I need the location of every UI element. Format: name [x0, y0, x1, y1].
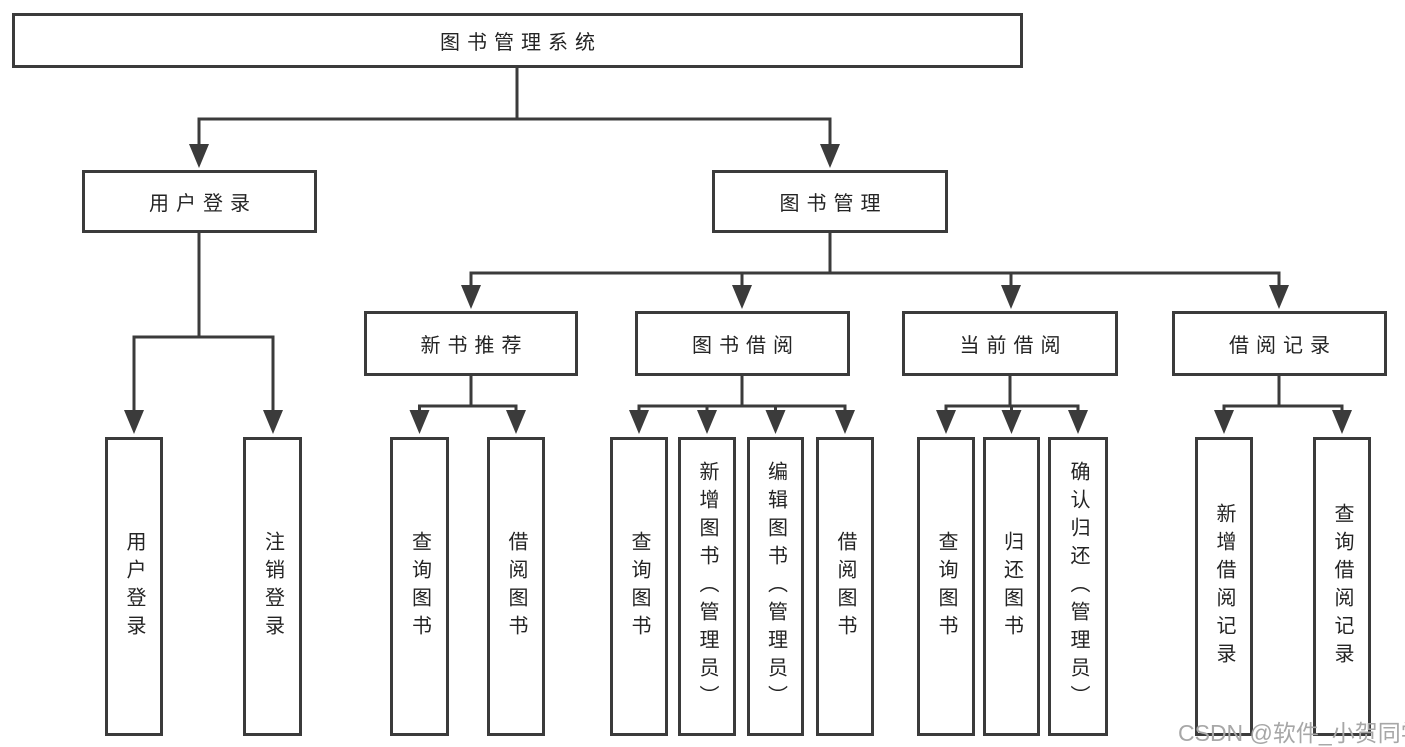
node-label: 用户登录: [123, 530, 145, 643]
node-label: 注销登录: [261, 530, 284, 643]
node-leaf-bb-add-books: 新增图书（管理员）: [678, 437, 736, 736]
node-label: 用户登录: [149, 193, 257, 215]
arrow-down-icon: [189, 144, 209, 168]
node-book-borrowing: 图书借阅: [635, 311, 850, 376]
node-leaf-bb-borrow-books: 借阅图书: [816, 437, 874, 736]
node-label: 编辑图书（管理员）: [764, 460, 787, 713]
node-leaf-cb-return-books: 归还图书: [983, 437, 1040, 736]
arrow-down-icon: [1269, 285, 1289, 309]
node-leaf-user-login: 用户登录: [105, 437, 163, 736]
node-leaf-br-query-record: 查询借阅记录: [1313, 437, 1371, 736]
node-leaf-bb-query-books: 查询图书: [610, 437, 668, 736]
node-label: 借阅图书: [505, 530, 527, 643]
arrow-down-icon: [732, 285, 752, 309]
arrow-down-icon: [936, 410, 956, 434]
node-label: 新书推荐: [420, 335, 529, 357]
node-label: 图书管理系统: [440, 32, 602, 54]
arrow-down-icon: [461, 285, 481, 309]
arrow-down-icon: [1214, 410, 1234, 434]
node-label: 归还图书: [1000, 530, 1023, 643]
arrow-down-icon: [629, 410, 649, 434]
node-label: 查询图书: [935, 530, 957, 643]
arrow-down-icons: [124, 144, 1352, 434]
node-label: 确认归还（管理员）: [1067, 460, 1089, 713]
arrow-down-icon: [1332, 410, 1352, 434]
node-root: 图书管理系统: [12, 13, 1023, 68]
node-label: 借阅记录: [1229, 335, 1337, 357]
node-label: 当前借阅: [959, 335, 1068, 357]
arrow-down-icon: [263, 410, 283, 434]
node-leaf-rec-borrow-books: 借阅图书: [487, 437, 545, 736]
node-book-management: 图书管理: [712, 170, 948, 233]
arrow-down-icon: [1068, 410, 1088, 434]
node-new-book-recommend: 新书推荐: [364, 311, 578, 376]
arrow-down-icon: [1001, 410, 1022, 434]
arrow-down-icon: [409, 410, 430, 434]
node-leaf-br-add-record: 新增借阅记录: [1195, 437, 1253, 736]
node-borrowing-records: 借阅记录: [1172, 311, 1387, 376]
csdn-watermark: CSDN @软件_小贺同学: [1178, 720, 1405, 746]
node-leaf-rec-query-books: 查询图书: [390, 437, 449, 736]
arrow-down-icon: [835, 410, 855, 434]
node-label: 查询借阅记录: [1331, 502, 1353, 671]
node-leaf-cb-confirm-return: 确认归还（管理员）: [1048, 437, 1108, 736]
arrow-down-icon: [765, 410, 786, 434]
arrow-down-icon: [506, 410, 526, 434]
arrow-down-icon: [1001, 285, 1021, 309]
arrow-down-icon: [820, 144, 840, 168]
node-leaf-cb-query-books: 查询图书: [917, 437, 975, 736]
node-label: 借阅图书: [834, 530, 856, 643]
node-leaf-logout: 注销登录: [243, 437, 302, 736]
node-leaf-bb-edit-books: 编辑图书（管理员）: [747, 437, 804, 736]
node-label: 新增图书（管理员）: [696, 460, 718, 713]
node-label: 图书管理: [779, 193, 888, 215]
node-label: 查询图书: [408, 530, 431, 643]
node-user-login: 用户登录: [82, 170, 317, 233]
node-label: 图书借阅: [692, 335, 800, 357]
node-label: 查询图书: [628, 530, 650, 643]
node-current-borrowing: 当前借阅: [902, 311, 1118, 376]
arrow-down-icon: [697, 410, 717, 434]
node-label: 新增借阅记录: [1213, 502, 1235, 671]
arrow-down-icon: [124, 410, 144, 434]
